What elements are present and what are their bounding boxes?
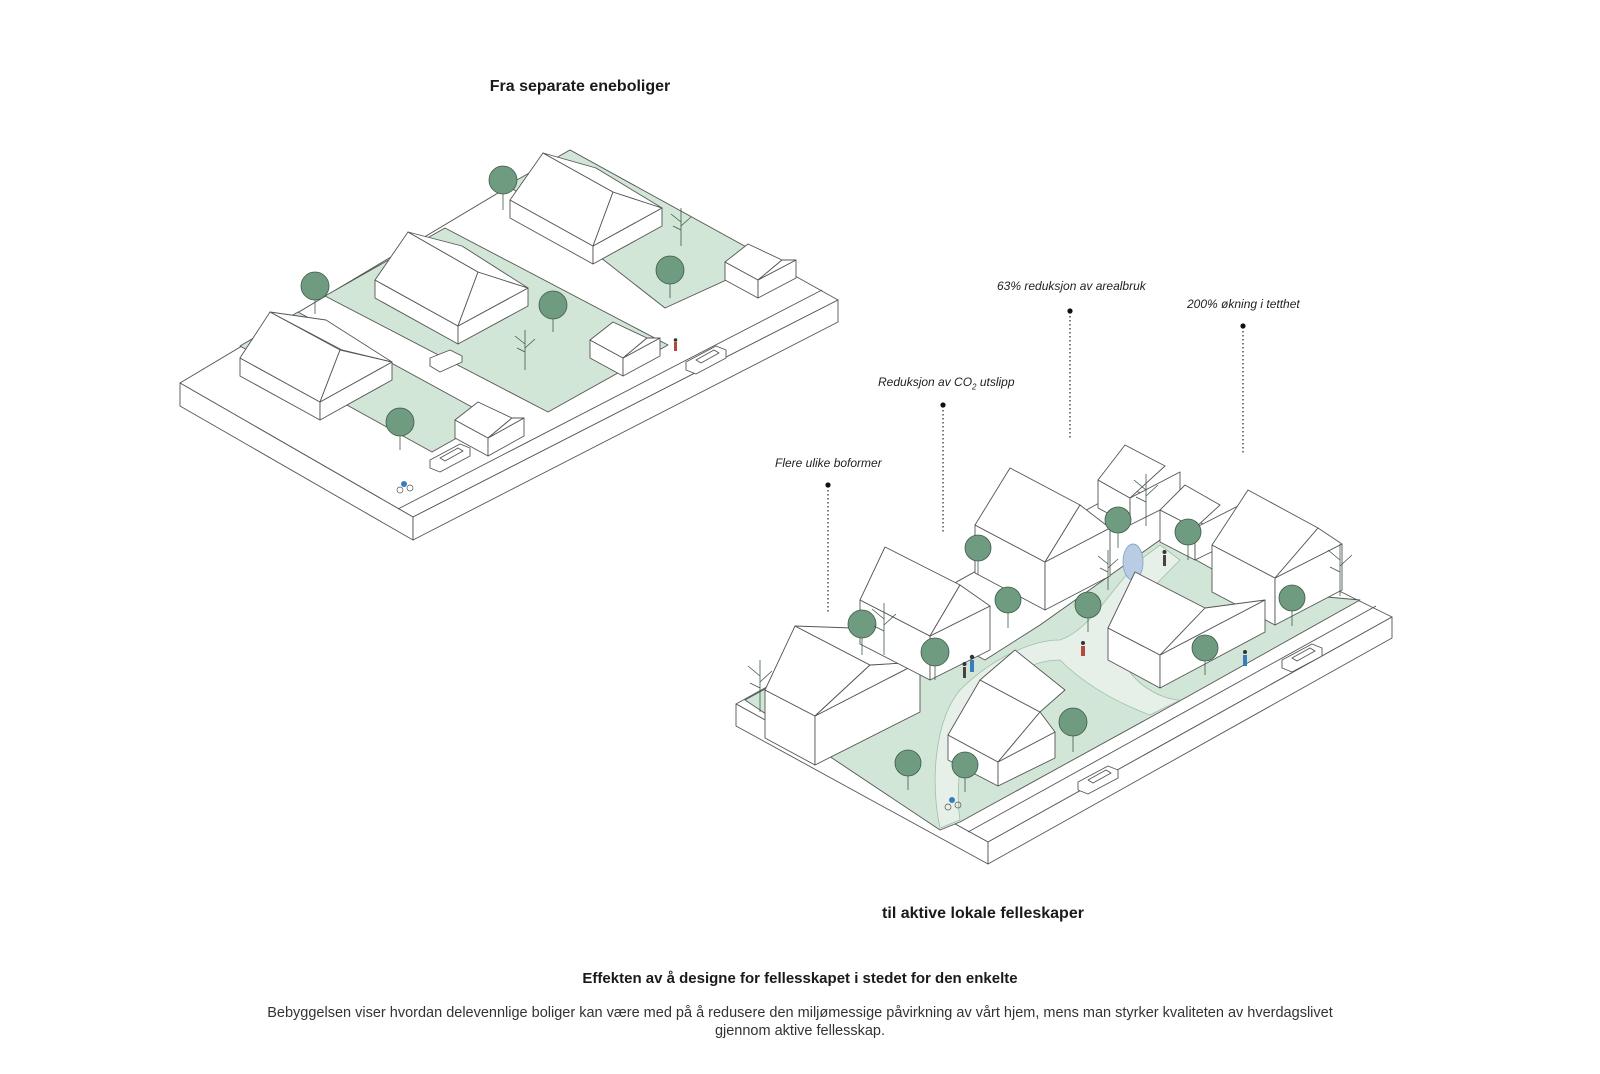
bare-tree-icon	[514, 330, 536, 370]
after-title: til aktive lokale felleskaper	[882, 905, 1084, 922]
before-car-1	[429, 443, 471, 473]
tree-icon	[951, 751, 979, 792]
tree-icon	[847, 609, 877, 655]
tree-icon	[488, 165, 518, 210]
after-people	[944, 550, 1247, 811]
after-car-1	[1077, 765, 1119, 795]
before-garage-1	[454, 401, 525, 457]
before-site-plan	[179, 149, 839, 541]
before-garage-2	[589, 321, 661, 377]
tree-icon	[300, 271, 330, 314]
after-car-2	[1281, 643, 1323, 673]
callout-co2-text: Reduksjon av CO	[878, 375, 973, 389]
before-sidewalk-line	[397, 289, 823, 510]
after-trees	[747, 474, 1353, 792]
bare-tree-icon	[670, 208, 692, 246]
bare-tree-icon	[871, 603, 897, 655]
tree-icon	[920, 637, 950, 680]
before-title: Fra separate eneboliger	[489, 78, 671, 95]
after-building-3	[974, 467, 1111, 611]
before-trees	[300, 165, 692, 450]
callout-arealbruk: 63% reduksjon av arealbruk	[997, 279, 1146, 293]
person-icon	[1243, 650, 1247, 666]
leader-tetthet	[1240, 323, 1246, 455]
after-building-4	[1097, 444, 1181, 526]
callout-boformer: Flere ulike boformer	[775, 456, 882, 470]
before-house-3	[509, 152, 663, 265]
person-icon	[969, 654, 975, 672]
leader-co2	[940, 402, 946, 533]
person-icon	[1162, 550, 1167, 566]
cyclist-icon	[944, 797, 962, 811]
footer-body: Bebyggelsen viser hvordan delevennlige b…	[267, 1005, 1333, 1039]
leader-arealbruk	[1067, 308, 1073, 440]
tree-icon	[894, 749, 922, 790]
after-building-8	[947, 649, 1066, 787]
person-icon	[962, 662, 967, 678]
bare-tree-icon	[1327, 544, 1353, 596]
tree-icon	[538, 290, 568, 332]
person-icon	[1081, 641, 1085, 656]
before-garage-3	[724, 243, 797, 299]
before-house-2	[374, 231, 529, 345]
after-building-2	[859, 546, 991, 681]
footer-heading: Effekten av å designe for fellesskapet i…	[582, 970, 1018, 987]
tree-icon	[1074, 591, 1102, 632]
tree-icon	[1174, 518, 1202, 560]
person-icon	[673, 338, 678, 351]
callout-co2: Reduksjon av CO2 utslipp	[878, 375, 1015, 391]
tree-icon	[655, 255, 685, 298]
tree-icon	[1278, 584, 1306, 626]
bare-tree-icon	[1133, 474, 1159, 526]
before-people	[396, 338, 678, 494]
before-car-3	[685, 345, 727, 375]
tree-icon	[1191, 634, 1219, 675]
tree-icon	[385, 407, 415, 450]
tree-icon	[1104, 506, 1132, 548]
callout-co2-suffix: utslipp	[976, 375, 1015, 389]
after-sidewalk-line	[967, 605, 1377, 833]
before-car-2	[429, 349, 463, 373]
after-slab-side-right	[987, 616, 1393, 865]
bare-tree-icon	[1097, 550, 1119, 590]
callout-co2-subscript: 2	[972, 382, 977, 392]
after-site-plan	[735, 444, 1393, 865]
cyclist-icon	[396, 481, 414, 494]
tree-icon	[994, 586, 1022, 628]
callout-leaders	[825, 308, 1246, 612]
tree-icon	[1058, 707, 1088, 752]
before-house-1	[239, 311, 393, 421]
bare-tree-icon	[747, 660, 773, 712]
callout-tetthet: 200% økning i tetthet	[1187, 297, 1300, 311]
leader-boformer	[825, 482, 831, 612]
tree-icon	[964, 534, 992, 575]
